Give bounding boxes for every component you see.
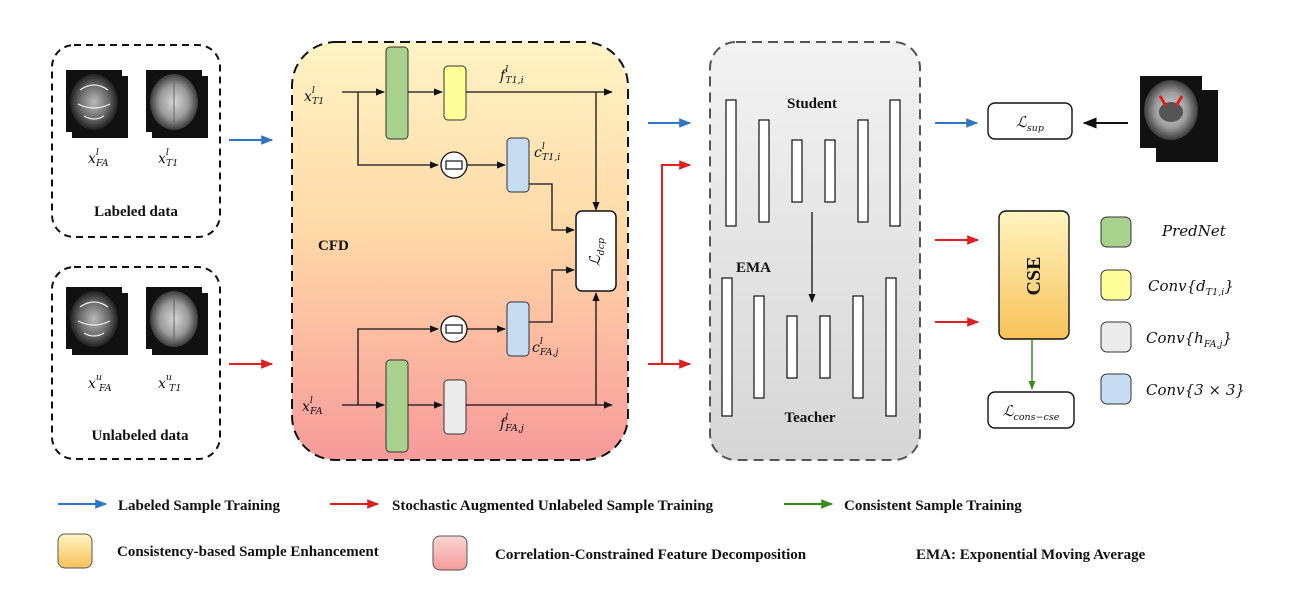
block-key: PredNet Conv{dT1,i} Conv{hFA,j} Conv{3 ×… bbox=[1100, 216, 1245, 405]
conv3x3-block-t1 bbox=[506, 137, 530, 193]
key-swatch-d-conv bbox=[1100, 269, 1132, 301]
d-conv-block bbox=[443, 65, 467, 121]
legend-cse-swatch bbox=[57, 533, 93, 569]
dcp-loss-label: ℒdcp bbox=[586, 238, 607, 266]
legend-green-label: Consistent Sample Training bbox=[844, 498, 1022, 514]
key-d-conv-label: Conv{dT1,i} bbox=[1148, 277, 1234, 298]
key-swatch-conv3x3 bbox=[1100, 373, 1132, 405]
cfd-to-mt-red-arrow-top bbox=[648, 160, 692, 365]
cse-block bbox=[998, 210, 1070, 340]
pooling-op-fa bbox=[440, 315, 468, 343]
dcp-loss-box bbox=[575, 210, 617, 292]
conv3x3-block-fa bbox=[506, 301, 530, 357]
key-swatch-h-conv bbox=[1100, 321, 1132, 353]
fa-to-pool-arrow bbox=[357, 325, 439, 405]
key-swatch-prednet bbox=[1100, 216, 1132, 248]
unlabeled-t1-image-stack bbox=[146, 287, 208, 355]
prednet-block-t1 bbox=[385, 46, 409, 140]
legend-ema-note: EMA: Exponential Moving Average bbox=[916, 547, 1146, 563]
labeled-fa-image-stack bbox=[66, 70, 128, 138]
cons-loss-label: ℒcons−cse bbox=[1003, 402, 1060, 423]
unlabeled-fa-image-stack bbox=[66, 287, 128, 355]
cons-loss-box bbox=[987, 391, 1075, 429]
cse-title: CSE bbox=[1023, 257, 1045, 296]
mean-teacher-module: Student EMA Teacher bbox=[709, 41, 921, 461]
sup-loss-label: ℒsup bbox=[1016, 113, 1044, 134]
ema-label: EMA bbox=[736, 260, 771, 276]
student-network bbox=[725, 99, 901, 227]
sup-loss-box bbox=[987, 102, 1073, 140]
legend-red-label: Stochastic Augmented Unlabeled Sample Tr… bbox=[392, 498, 714, 514]
unlabeled-data-title: Unlabeled data bbox=[91, 428, 189, 444]
c-t1-to-loss-arrow bbox=[529, 183, 575, 234]
labeled-t1-image-stack bbox=[146, 70, 208, 138]
t1-to-pool-arrow bbox=[357, 92, 439, 169]
c-fa-to-loss-arrow bbox=[529, 266, 575, 323]
labeled-data-title: Labeled data bbox=[94, 204, 178, 220]
ground-truth-image-stack bbox=[1140, 76, 1218, 162]
legend-cfd-label: Correlation-Constrained Feature Decompos… bbox=[495, 547, 807, 563]
legend-blue-label: Labeled Sample Training bbox=[118, 498, 280, 514]
legend-cfd-swatch bbox=[432, 535, 468, 571]
key-prednet-label: PredNet bbox=[1161, 222, 1227, 240]
student-label: Student bbox=[787, 96, 837, 112]
key-h-conv-label: Conv{hFA,j} bbox=[1146, 329, 1232, 350]
pooling-op-t1 bbox=[440, 151, 468, 179]
h-conv-block bbox=[443, 379, 467, 435]
cfd-title: CFD bbox=[318, 238, 349, 254]
label-highlight-mark bbox=[1158, 95, 1184, 107]
teacher-label: Teacher bbox=[784, 410, 835, 426]
prednet-block-fa bbox=[385, 359, 409, 453]
bottom-legend: Labeled Sample Training Stochastic Augme… bbox=[57, 498, 1146, 571]
legend-cse-label: Consistency-based Sample Enhancement bbox=[117, 544, 379, 560]
teacher-network bbox=[721, 277, 897, 417]
key-conv3x3-label: Conv{3 × 3} bbox=[1146, 381, 1245, 399]
